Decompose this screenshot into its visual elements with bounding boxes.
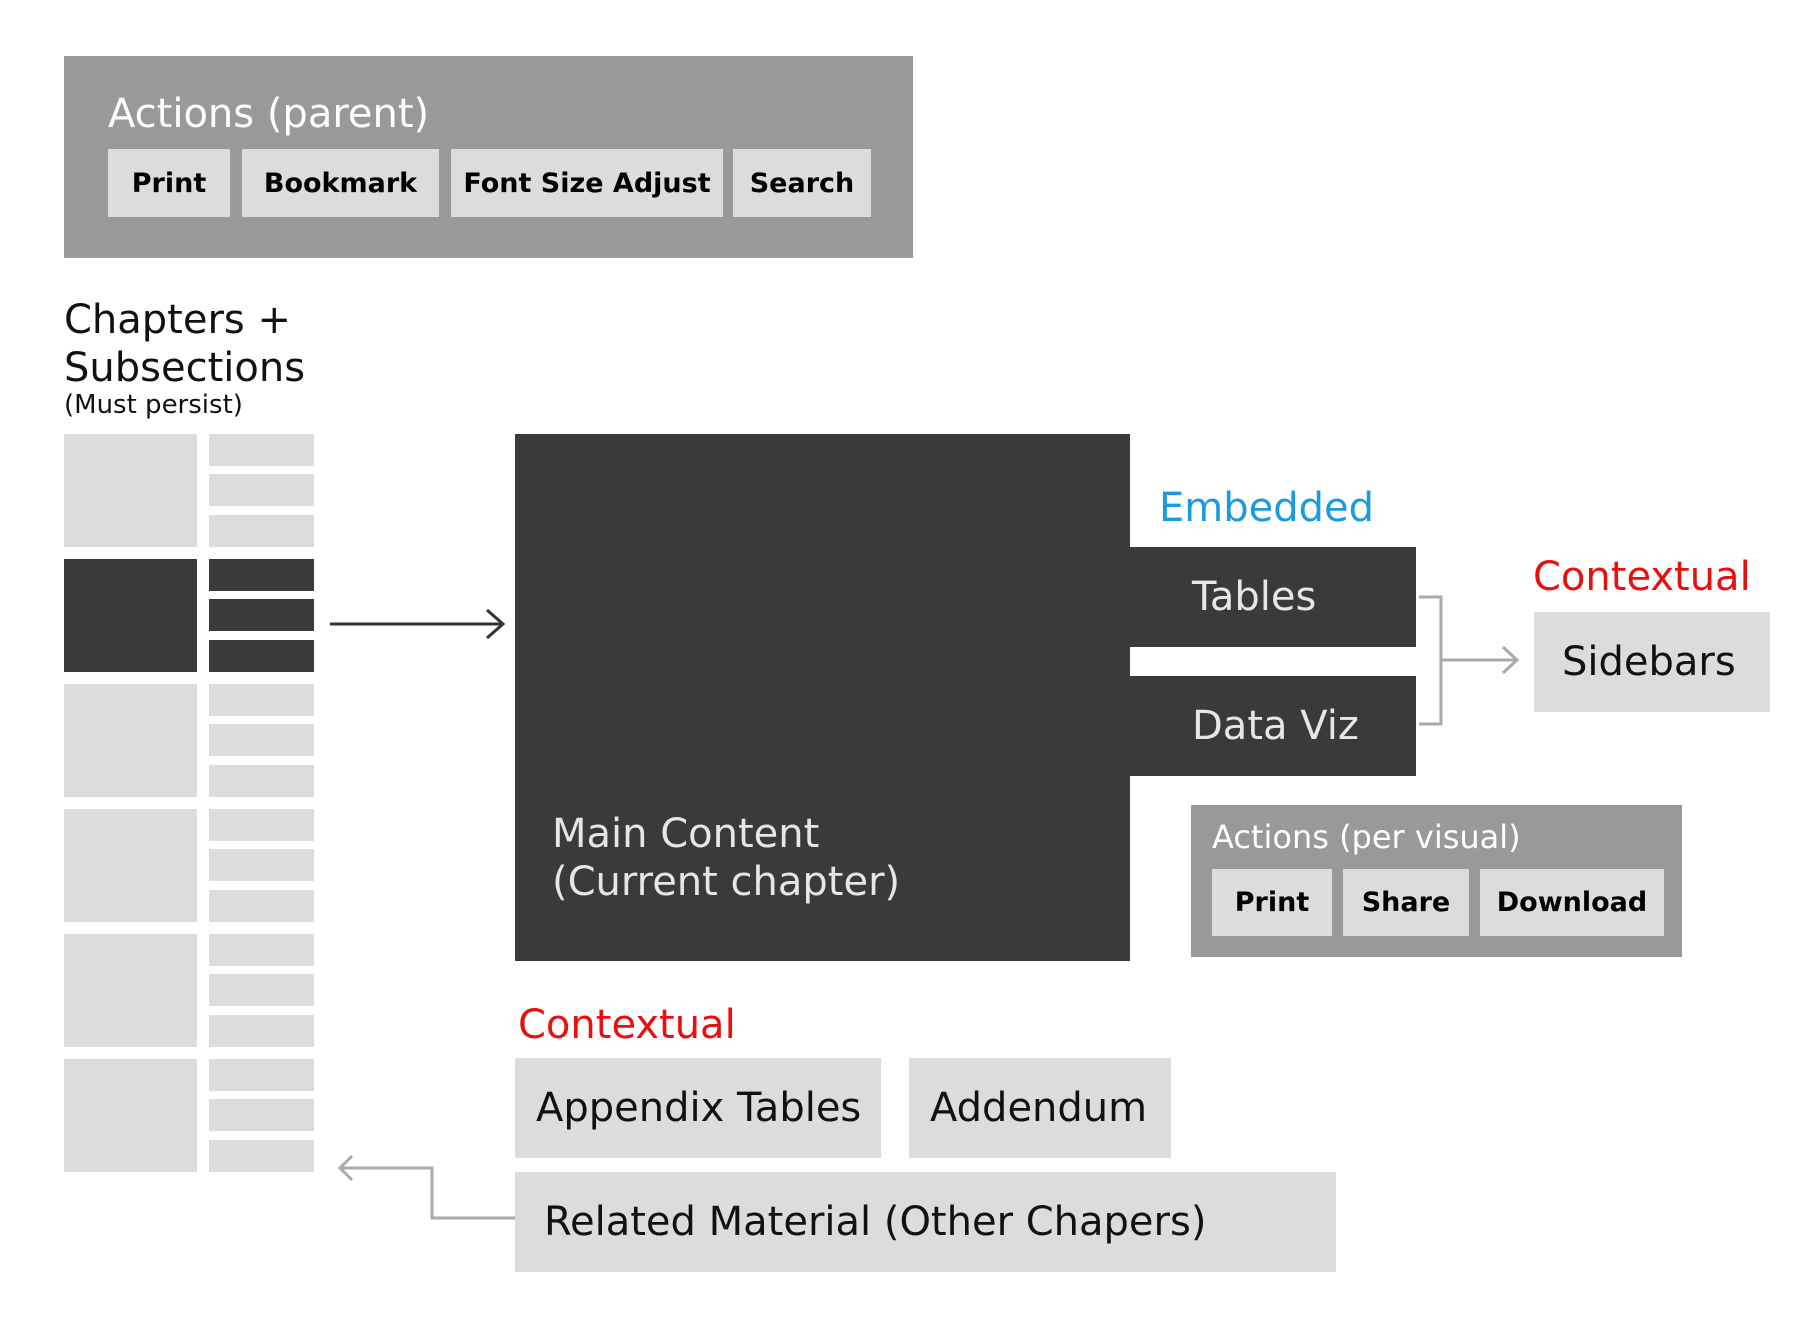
visual-download-button[interactable]: Download [1480,869,1664,936]
bookmark-button[interactable]: Bookmark [242,149,439,217]
font-size-adjust-button[interactable]: Font Size Adjust [451,149,723,217]
subsection-item[interactable] [209,474,314,506]
contextual-bottom-label: Contextual [518,1002,736,1048]
subsection-item[interactable] [209,934,314,966]
addendum-label: Addendum [930,1085,1148,1131]
embedded-tables-label: Tables [1192,574,1317,620]
subsection-item[interactable] [209,1140,314,1172]
appendix-tables-block[interactable]: Appendix Tables [515,1058,881,1158]
chapters-title-line1: Chapters + [64,297,291,343]
subsection-item[interactable] [209,974,314,1006]
chapter-thumb[interactable] [64,934,197,1047]
chapter-thumb-active[interactable] [64,559,197,672]
print-button[interactable]: Print [108,149,230,217]
global-actions-title: Actions (parent) [108,91,430,137]
sidebars-block[interactable]: Sidebars [1534,612,1770,712]
embedded-data-viz[interactable]: Data Viz [1128,676,1416,776]
subsection-item[interactable] [209,684,314,716]
addendum-block[interactable]: Addendum [909,1058,1171,1158]
chapter-nav [64,434,314,1172]
subsection-item[interactable] [209,515,314,547]
subsection-item[interactable] [209,765,314,797]
chapter-thumb[interactable] [64,434,197,547]
global-actions-panel: Actions (parent) Print Bookmark Font Siz… [64,56,913,258]
chapters-note: (Must persist) [64,390,243,420]
contextual-right-label: Contextual [1533,554,1751,600]
related-to-nav-arrow [337,1154,515,1220]
search-button[interactable]: Search [733,149,871,217]
sidebars-label: Sidebars [1562,639,1736,685]
subsection-item-active[interactable] [209,640,314,672]
nav-to-main-arrow [330,608,506,640]
subsection-item[interactable] [209,809,314,841]
chapters-title-line2: Subsections [64,345,306,391]
embedded-label: Embedded [1159,485,1375,531]
visual-print-button[interactable]: Print [1212,869,1332,936]
subsection-item[interactable] [209,1099,314,1131]
visual-actions-panel: Actions (per visual) Print Share Downloa… [1191,805,1682,957]
subsection-item[interactable] [209,890,314,922]
embedded-tables[interactable]: Tables [1128,547,1416,647]
subsection-item[interactable] [209,1015,314,1047]
subsection-item[interactable] [209,1059,314,1091]
chapter-thumb[interactable] [64,684,197,797]
main-content-title: Main Content [552,811,820,857]
embedded-to-sidebars-bracket [1419,595,1520,726]
chapter-thumb[interactable] [64,1059,197,1172]
visual-share-button[interactable]: Share [1343,869,1469,936]
subsection-item[interactable] [209,849,314,881]
chapter-thumb[interactable] [64,809,197,922]
subsection-item-active[interactable] [209,599,314,631]
visual-actions-title: Actions (per visual) [1212,818,1521,856]
subsection-item-active[interactable] [209,559,314,591]
main-content-area: Main Content (Current chapter) [515,434,1130,961]
embedded-data-viz-label: Data Viz [1192,703,1359,749]
subsection-item[interactable] [209,724,314,756]
subsection-item[interactable] [209,434,314,466]
related-material-block[interactable]: Related Material (Other Chapers) [515,1172,1336,1272]
appendix-tables-label: Appendix Tables [536,1085,862,1131]
main-content-subtitle: (Current chapter) [552,859,901,905]
related-material-label: Related Material (Other Chapers) [544,1199,1207,1245]
